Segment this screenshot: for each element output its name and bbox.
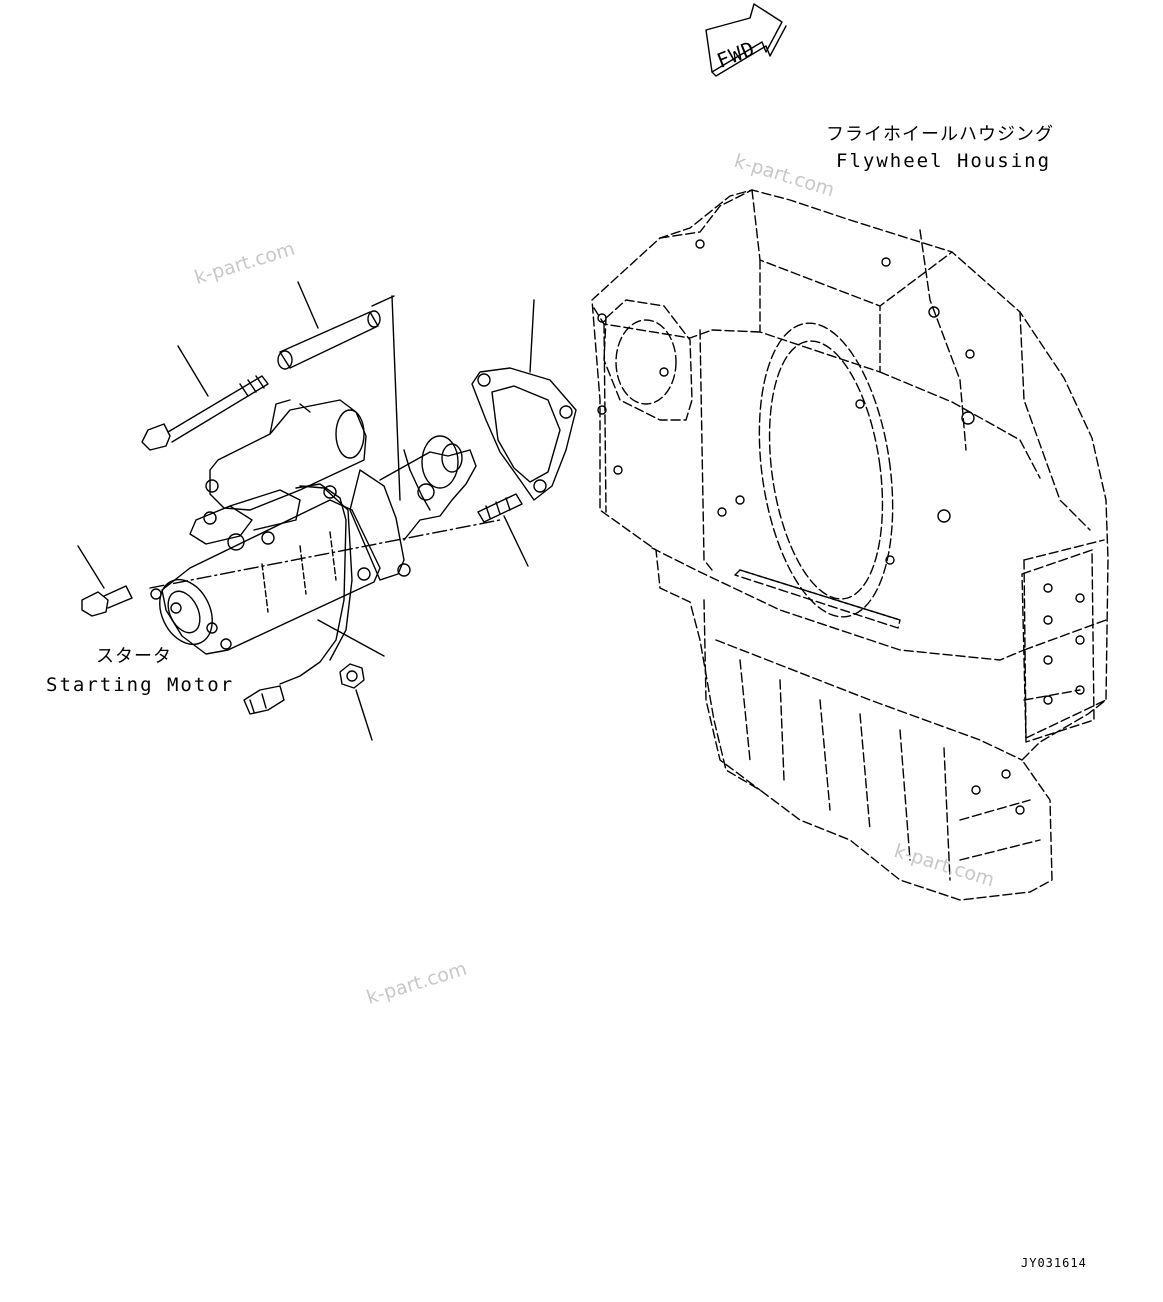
flywheel-housing-label-en: Flywheel Housing <box>836 150 1052 172</box>
gasket <box>471 299 577 501</box>
starting-motor-label-en: Starting Motor <box>46 674 235 696</box>
flange-bolt <box>77 545 133 617</box>
starting-motor-label-jp: スタータ <box>96 646 172 667</box>
starting-motor <box>149 295 501 715</box>
drawing-number: JY031614 <box>1021 1256 1087 1270</box>
housing-bolt-holes <box>597 239 1085 815</box>
flywheel-housing <box>591 189 1109 901</box>
fwd-arrow-icon: FWD <box>705 3 787 77</box>
stud <box>477 493 529 567</box>
flywheel-housing-label-jp: フライホイールハウジング <box>826 124 1054 145</box>
nut <box>317 619 385 741</box>
dowel-sleeve <box>277 281 381 370</box>
long-bolt <box>141 345 269 451</box>
